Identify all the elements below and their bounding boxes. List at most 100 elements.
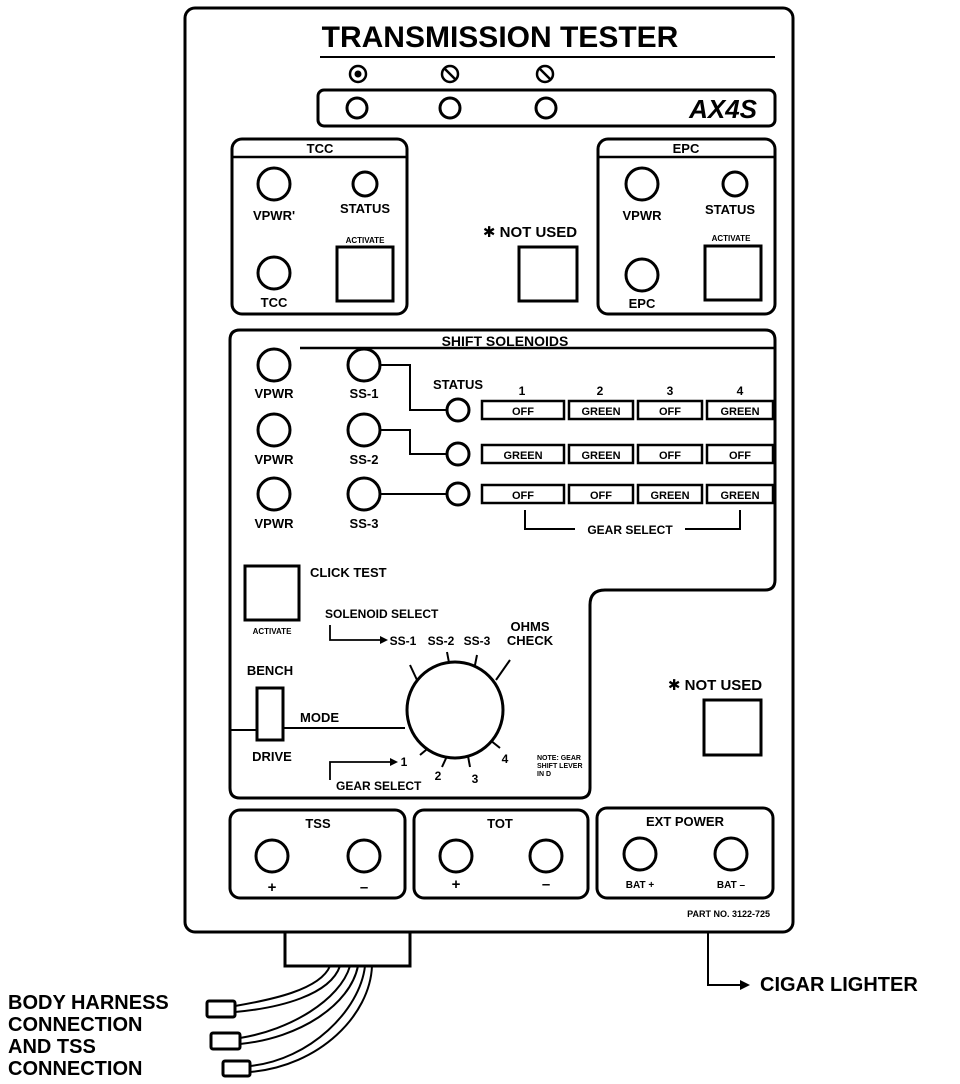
bench-label: BENCH	[247, 663, 293, 678]
tcc-jack[interactable]	[256, 255, 292, 291]
not-used-button-right[interactable]	[702, 698, 763, 757]
epc-label: EPC	[629, 296, 656, 311]
gear-select-table-label: GEAR SELECT	[587, 523, 673, 537]
gear-header-2: 2	[597, 384, 604, 398]
tot-minus-jack[interactable]	[528, 838, 564, 874]
solenoid-select-label: SOLENOID SELECT	[325, 607, 439, 621]
harness-label-line-4: CONNECTION	[8, 1058, 142, 1080]
epc-vpwr-label: VPWR	[623, 208, 663, 223]
tot-plus-label: +	[452, 876, 461, 893]
tester-panel	[183, 6, 795, 934]
epc-activate-button[interactable]	[703, 244, 763, 302]
epc-activate-label: ACTIVATE	[712, 234, 751, 243]
dial-gear-2: 2	[435, 769, 442, 783]
state-cell	[636, 483, 704, 505]
dial-gear-3: 3	[472, 772, 479, 786]
tot-title: TOT	[487, 816, 513, 831]
harness-label-line-3: AND TSS	[8, 1036, 96, 1058]
bat-plus-label: BAT +	[626, 880, 655, 891]
arrow-right-icon	[380, 636, 388, 644]
tss-plus-jack[interactable]	[254, 838, 290, 874]
ss2-gear3-state: OFF	[659, 450, 681, 462]
state-cell	[705, 443, 775, 465]
ss1-gear3-state: OFF	[659, 406, 681, 418]
epc-section: EPC VPWR STATUS EPC ACTIVATE	[596, 137, 777, 316]
status-header: STATUS	[433, 377, 483, 392]
model-label: AX4S	[688, 94, 758, 124]
ss3-vpwr-jack[interactable]	[256, 476, 292, 512]
ss2-label: SS-2	[350, 452, 379, 467]
bat-plus-jack[interactable]	[622, 836, 658, 872]
gear-note-line-1: NOTE: GEAR	[537, 755, 581, 762]
gear-header-4: 4	[737, 384, 744, 398]
state-cell	[636, 399, 704, 421]
tss-minus-jack[interactable]	[346, 838, 382, 874]
ss3-status-lamp	[445, 481, 471, 507]
bat-minus-jack[interactable]	[713, 836, 749, 872]
ss1-status-lamp	[445, 397, 471, 423]
not-used-label-right: ✱ NOT USED	[668, 677, 762, 694]
state-cell	[480, 443, 566, 465]
solenoid-select-ss3: SS-3	[464, 634, 491, 648]
slash-circle-icon	[535, 64, 555, 84]
tcc-section: TCC VPWR' STATUS TCC ACTIVATE	[230, 137, 409, 316]
ss1-jack[interactable]	[346, 347, 382, 383]
indicator-lamp-2	[438, 96, 462, 120]
ss2-gear4-state: OFF	[729, 450, 751, 462]
dial-gear-4: 4	[502, 752, 509, 766]
epc-vpwr-jack[interactable]	[624, 166, 660, 202]
state-cell	[480, 399, 566, 421]
ss1-vpwr-jack[interactable]	[256, 347, 292, 383]
ss2-vpwr-label: VPWR	[255, 452, 295, 467]
drive-label: DRIVE	[252, 749, 292, 764]
ss3-gear1-state: OFF	[512, 490, 534, 502]
gear-note-line-2: SHIFT LEVER	[537, 763, 583, 770]
harness-cables	[234, 965, 373, 1073]
ss3-jack[interactable]	[346, 476, 382, 512]
click-test-label: CLICK TEST	[310, 565, 387, 580]
ss2-gear2-state: GREEN	[581, 450, 620, 462]
indicator-symbol-row	[348, 64, 555, 84]
tcc-status-lamp	[351, 170, 379, 198]
tcc-activate-button[interactable]	[335, 245, 395, 303]
click-test-button[interactable]	[243, 564, 301, 622]
ss1-vpwr-label: VPWR	[255, 386, 295, 401]
tcc-vpwr-label: VPWR'	[253, 208, 295, 223]
state-cell	[567, 399, 635, 421]
ss2-vpwr-jack[interactable]	[256, 412, 292, 448]
bat-minus-label: BAT –	[717, 880, 746, 891]
tot-minus-label: –	[542, 876, 550, 893]
ss1-gear1-state: OFF	[512, 406, 534, 418]
tcc-label: TCC	[261, 295, 288, 310]
harness-plug-1	[205, 999, 237, 1019]
ss2-connector-line	[380, 429, 446, 455]
ss2-status-lamp	[445, 441, 471, 467]
epc-status-lamp	[721, 170, 749, 198]
cigar-lighter-line	[707, 932, 740, 986]
tcc-activate-label: ACTIVATE	[346, 236, 385, 245]
tcc-vpwr-jack[interactable]	[256, 166, 292, 202]
ss2-jack[interactable]	[346, 412, 382, 448]
cigar-lighter-label: CIGAR LIGHTER	[760, 974, 918, 996]
ext-power-title: EXT POWER	[646, 814, 725, 829]
ext-power-section: EXT POWER BAT + BAT –	[595, 806, 775, 900]
gear-select-dial-label: GEAR SELECT	[336, 779, 422, 793]
indicator-lamp-3	[534, 96, 558, 120]
arrow-right-icon	[390, 758, 398, 766]
mode-toggle-switch[interactable]	[255, 686, 285, 742]
epc-title: EPC	[673, 141, 700, 156]
click-test-activate-label: ACTIVATE	[253, 627, 292, 636]
selector-dial[interactable]	[405, 660, 505, 760]
tot-plus-jack[interactable]	[438, 838, 474, 874]
not-used-button[interactable]	[517, 245, 579, 303]
indicator-lamp-1	[345, 96, 369, 120]
arrow-right-icon	[740, 980, 750, 990]
tss-plus-label: +	[268, 879, 277, 896]
gear-note-line-3: IN D	[537, 771, 551, 778]
ohms-check-label-2: CHECK	[507, 633, 554, 648]
gear-select-bracket	[524, 510, 741, 530]
epc-jack[interactable]	[624, 257, 660, 293]
ss1-gear2-state: GREEN	[581, 406, 620, 418]
mode-label: MODE	[300, 710, 339, 725]
ss3-label: SS-3	[350, 516, 379, 531]
